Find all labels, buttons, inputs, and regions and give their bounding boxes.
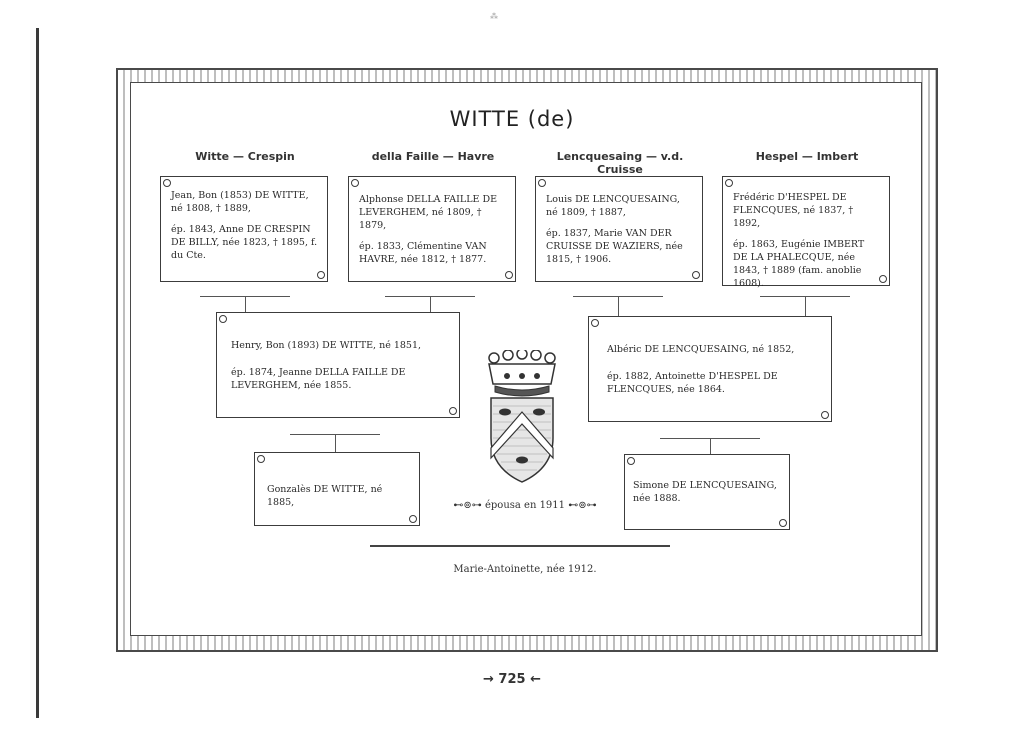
column-heading-witte-crespin: Witte — Crespin [195,150,295,163]
coat-of-arms-icon [488,350,556,483]
connector-line [245,296,246,312]
parent-husband: Henry, Bon (1893) DE WITTE, né 1851, [231,340,422,351]
ancestor-wife: ép. 1843, Anne DE CRESPIN DE BILLY, née … [171,224,318,261]
connector-line [805,296,806,316]
ancestor-husband: Frédéric D'HESPEL DE FLENCQUES, né 1837,… [733,192,854,229]
ancestor-wife: ép. 1863, Eugénie IMBERT DE LA PHALECQUE… [733,239,865,289]
child-name: Gonzalès DE WITTE, né 1885, [267,484,383,508]
parent-husband: Albéric DE LENCQUESAING, né 1852, [607,344,795,355]
page-number: → 725 ← [483,672,541,687]
ancestor-husband: Alphonse DELLA FAILLE DE LEVERGHEM, né 1… [359,194,498,231]
parent-box-witte: Henry, Bon (1893) DE WITTE, né 1851, ép.… [216,312,460,418]
ancestor-wife: ép. 1837, Marie VAN DER CRUISSE DE WAZIE… [546,228,683,265]
ancestor-box-della-faille-havre: Alphonse DELLA FAILLE DE LEVERGHEM, né 1… [348,176,516,282]
ancestor-wife: ép. 1833, Clémentine VAN HAVRE, née 1812… [359,241,487,265]
column-heading-hespel-imbert: Hespel — Imbert [755,150,859,163]
grandchild-name: Marie-Antoinette, née 1912. [453,564,597,575]
ancestor-husband: Louis DE LENCQUESAING, né 1809, † 1887, [546,194,680,218]
page-title: WITTE (de) [449,107,575,131]
parent-box-lencquesaing: Albéric DE LENCQUESAING, né 1852, ép. 18… [588,316,832,422]
child-box-gonzales: Gonzalès DE WITTE, né 1885, [254,452,420,526]
binding-edge [36,28,39,718]
ancestor-box-hespel-imbert: Frédéric D'HESPEL DE FLENCQUES, né 1837,… [722,176,890,289]
descent-line [370,545,670,547]
marriage-note: ⊷⊚⊶ épousa en 1911 ⊷⊚⊶ [453,500,597,511]
connector-line [335,434,336,452]
ancestor-box-witte-crespin: Jean, Bon (1853) DE WITTE, né 1808, † 18… [160,176,328,282]
ancestor-husband: Jean, Bon (1853) DE WITTE, né 1808, † 18… [171,190,309,214]
parent-wife: ép. 1874, Jeanne DELLA FAILLE DE LEVERGH… [231,367,406,391]
connector-line [618,296,619,316]
column-heading-della-faille-havre: della Faille — Havre [371,150,495,163]
column-heading-lencquesaing-cruisse: Lencquesaing — v.d. Cruisse [556,150,684,176]
connector-line [710,438,711,454]
child-name: Simone DE LENCQUESAING, née 1888. [633,480,777,504]
connector-line [430,296,431,312]
child-box-simone: Simone DE LENCQUESAING, née 1888. [624,454,790,530]
ancestor-box-lencquesaing-cruisse: Louis DE LENCQUESAING, né 1809, † 1887, … [535,176,703,282]
parent-wife: ép. 1882, Antoinette D'HESPEL DE FLENCQU… [607,371,778,395]
stamp-mark: ⁂ [490,12,498,21]
